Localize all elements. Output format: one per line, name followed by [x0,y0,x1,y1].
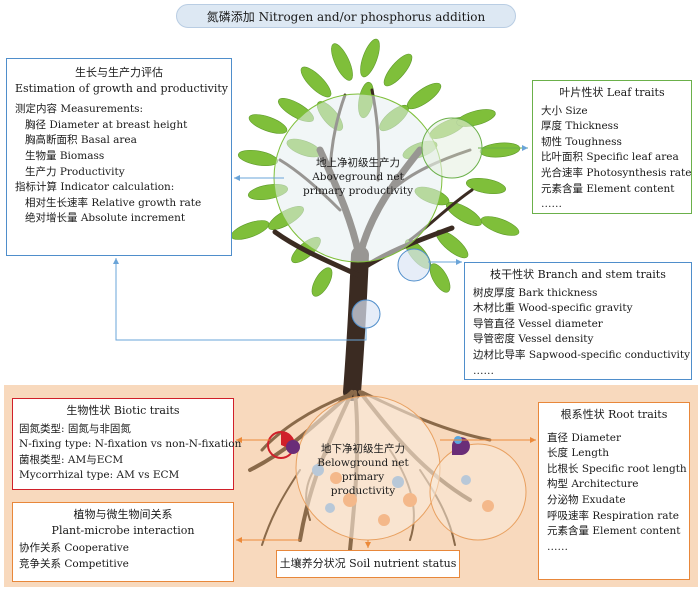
root-traits-box: 根系性状 Root traits 直径 Diameter 长度 Length 比… [538,402,690,580]
branch-item: 树皮厚度 Bark thickness [473,286,598,299]
leaf-title: 叶片性状 Leaf traits [559,86,665,99]
growth-title-en: Estimation of growth and productivity [15,81,228,95]
branch-zoom-circle [397,248,431,282]
aboveground-npp-label: 地上净初级生产力 Aboveground net primary product… [290,156,426,198]
growth-line: 相对生长速率 Relative growth rate [25,196,202,209]
biotic-item: 菌根类型: AM与ECM [19,453,124,466]
root-item: 直径 Diameter [547,431,621,444]
root-item: 元素含量 Element content [547,525,681,538]
aboveground-npp-line: Aboveground net [312,171,404,183]
leaf-item: …… [541,198,562,211]
leaf-traits-box: 叶片性状 Leaf traits 大小 Size 厚度 Thickness 韧性… [532,80,692,214]
leaf-item: 光合速率 Photosynthesis rate [541,166,692,179]
leaf-item: 厚度 Thickness [541,120,619,133]
leaf-item: 大小 Size [541,104,588,117]
root-title: 根系性状 Root traits [560,408,668,421]
belowground-npp-line: 地下净初级生产力 [321,443,405,455]
leaf-zoom-circle [421,117,483,179]
belowground-npp-line: Belowground net [317,457,409,469]
biotic-traits-box: 生物性状 Biotic traits 固氮类型: 固氮与非固氮 N-fixing… [12,398,242,490]
branch-item: 木材比重 Wood-specific gravity [473,302,633,315]
root-zoom-circle [429,443,527,541]
leaf-item: 比叶面积 Specific leaf area [541,151,679,164]
microbe-symbols [267,431,494,526]
aboveground-npp-line: 地上净初级生产力 [316,157,400,169]
growth-line: 生物量 Biomass [25,149,105,162]
growth-line: 胸径 Diameter at breast height [25,118,188,131]
plant-microbe-title-en: Plant-microbe interaction [51,523,195,537]
plant-microbe-title-cn: 植物与微生物间关系 [73,508,173,521]
stem-zoom-circle [351,299,381,329]
growth-line: 绝对增长量 Absolute increment [25,212,186,225]
branch-item: 导管密度 Vessel density [473,333,594,346]
leaf-item: 元素含量 Element content [541,182,675,195]
branch-item: 边材比导率 Sapwood-specific conductivity [473,348,691,361]
growth-title-cn: 生长与生产力评估 [75,66,163,79]
root-item: 呼吸速率 Respiration rate [547,509,679,522]
belowground-npp-line: primary [341,471,385,483]
branch-stem-traits-box: 枝干性状 Branch and stem traits 树皮厚度 Bark th… [464,262,692,380]
treatment-banner: 氮磷添加 Nitrogen and/or phosphorus addition [176,4,516,28]
root-item: 比根长 Specific root length [547,462,687,475]
growth-line: 指标计算 Indicator calculation: [15,181,175,194]
biotic-item: N-fixing type: N-fixation vs non-N-fixat… [19,438,242,451]
plant-microbe-box: 植物与微生物间关系 Plant-microbe interaction 协作关系… [12,502,234,582]
biotic-title: 生物性状 Biotic traits [66,404,180,417]
root-item: 长度 Length [547,447,609,460]
root-item: 分泌物 Exudate [547,493,626,506]
branch-title: 枝干性状 Branch and stem traits [490,268,666,281]
growth-line: 胸高断面积 Basal area [25,134,137,147]
belowground-npp-line: productivity [330,485,396,497]
plant-microbe-item: 竞争关系 Competitive [19,557,129,570]
connector-arrows [113,145,536,548]
biotic-item: Mycorrhizal type: AM vs ECM [19,469,180,482]
root-item: 构型 Architecture [547,478,639,491]
biotic-item: 固氮类型: 固氮与非固氮 [19,422,131,435]
soil-nutrient-label: 土壤养分状况 Soil nutrient status [276,550,460,578]
growth-productivity-box: 生长与生产力评估 Estimation of growth and produc… [6,58,232,256]
belowground-npp-label: 地下净初级生产力 Belowground net primary product… [308,442,418,498]
root-item: …… [547,540,568,553]
branch-item: …… [473,364,494,377]
branch-item: 导管直径 Vessel diameter [473,317,603,330]
growth-line: 测定内容 Measurements: [15,103,144,116]
aboveground-npp-line: primary productivity [302,185,414,197]
plant-microbe-item: 协作关系 Cooperative [19,542,129,555]
growth-line: 生产力 Productivity [25,165,125,178]
leaf-item: 韧性 Toughness [541,135,622,148]
